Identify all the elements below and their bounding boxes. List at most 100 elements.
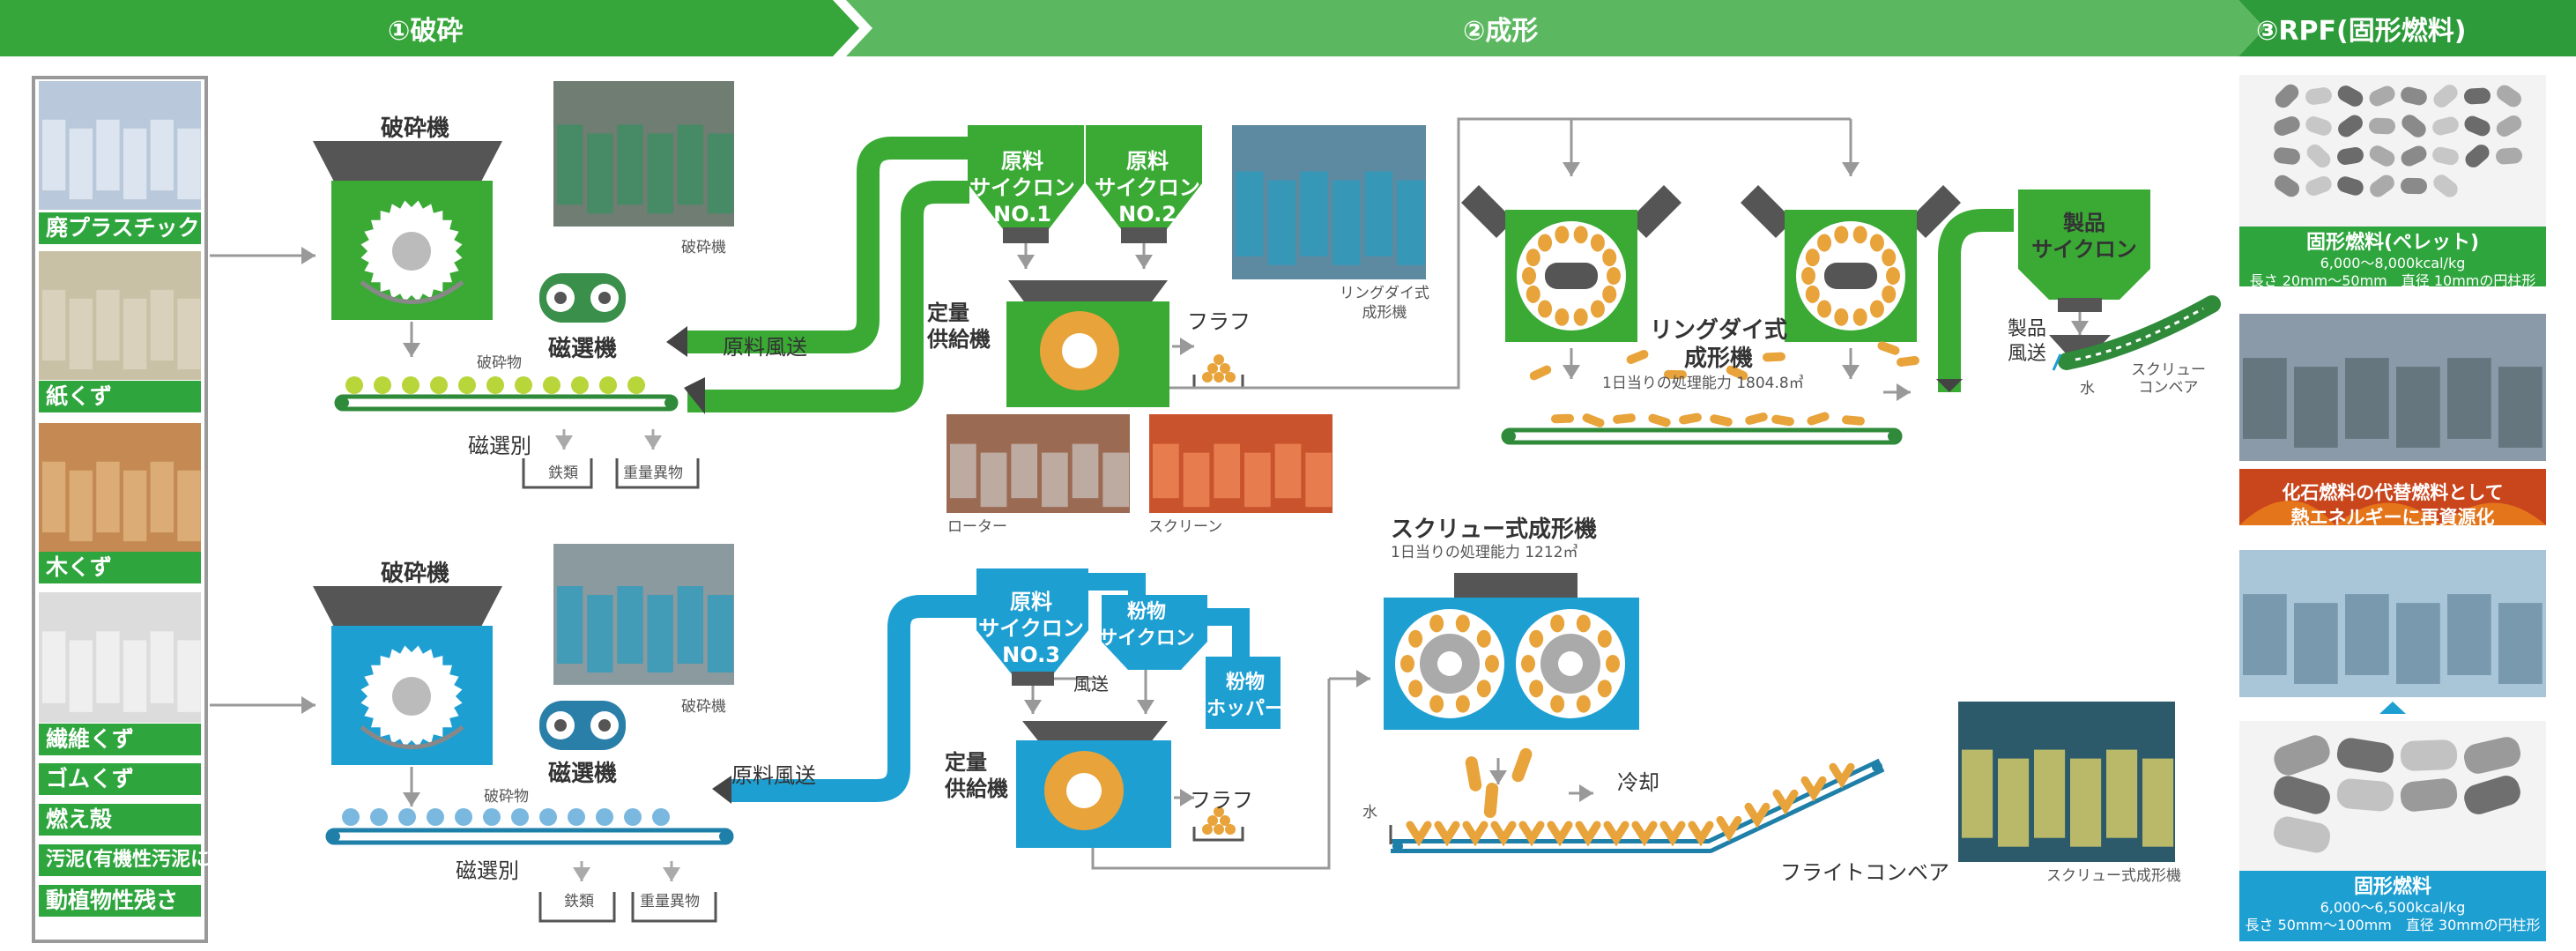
photo-shape (1267, 180, 1296, 265)
material-label: 木くず (39, 552, 201, 583)
pellet-shape (2432, 116, 2459, 136)
plant-photo (2239, 314, 2546, 461)
fluff-pellet (1207, 363, 1218, 374)
pellet-shape (2369, 85, 2395, 107)
crusher-gear-icon (360, 645, 463, 747)
cyclone-3-outlet (1012, 672, 1054, 686)
air-transport-label: 原料風送 (731, 763, 816, 788)
photo-shape (587, 595, 613, 672)
photo-shape (1236, 171, 1264, 256)
ringdie-pellet (1882, 249, 1897, 267)
photo-bg (39, 423, 201, 552)
ringdie-pellet (1869, 234, 1884, 252)
crusher-hopper (313, 586, 502, 628)
material-photo (39, 423, 201, 552)
fuel-shape (2274, 776, 2330, 814)
arrow-head (1180, 338, 1194, 355)
material-label: 廃プラスチック (39, 212, 201, 244)
crushed-pellet (596, 808, 613, 826)
material-label: ゴムくず (39, 763, 201, 795)
screw-pellet (1521, 655, 1535, 672)
magnet-roller-hub (598, 719, 611, 732)
conveyor-pellet (1406, 821, 1432, 847)
ringdie-pellet (1886, 267, 1900, 285)
fluff-tray (1192, 827, 1244, 842)
product-air-label: 製品 風送 (2008, 318, 2047, 365)
screw-photo-caption: スクリュー式成形機 (2046, 867, 2181, 885)
arrow-head (403, 792, 420, 806)
ringdie-former (1741, 185, 1961, 342)
boiler-photo (2239, 550, 2546, 697)
ringdie-output-pellet (1897, 356, 1919, 367)
arrow-head (1842, 162, 1860, 176)
photo-shape (69, 640, 93, 712)
fluff-pellet (1214, 824, 1224, 835)
fluff-pellet (1202, 372, 1213, 383)
fossil-line-2: 熱エネルギーに再資源化 (2290, 507, 2495, 528)
conveyor-pellet (1772, 789, 1799, 815)
photo-shape (150, 631, 174, 703)
ringdie-pellet (1805, 249, 1820, 267)
conveyor-belt (325, 828, 734, 845)
cyclone-3 (976, 568, 1088, 674)
ringdie-pellet (1801, 267, 1815, 285)
ringdie-pellet (1834, 308, 1849, 326)
flight-conveyor-inner (1391, 762, 1883, 849)
photo-shape (96, 461, 120, 533)
ringdie-output-pellet (1807, 412, 1830, 426)
ringdie-output-pellet (1763, 352, 1785, 362)
photo-shape (69, 128, 93, 200)
screw-pellet (1429, 614, 1444, 633)
pellet-shape (2305, 175, 2332, 197)
heavy-label: 重量異物 (623, 464, 683, 482)
ringdie-conveyor (1501, 427, 1903, 445)
photo-shape (647, 595, 673, 672)
photo-shape (96, 289, 120, 361)
screw-pellet (1455, 695, 1470, 713)
photo-shape (2106, 749, 2138, 838)
ringdie-pellet (1538, 234, 1553, 252)
conveyor-pellet (1716, 815, 1742, 842)
fluff-label: フラフ (1187, 309, 1251, 334)
fluff-pellet (1220, 363, 1230, 374)
photo-shape (1364, 171, 1393, 256)
iron-bin (522, 458, 593, 489)
ringdie-pellet (1526, 249, 1540, 267)
photo-shape (2447, 594, 2491, 675)
photo-shape (177, 470, 201, 542)
wind-label: 風送 (1073, 673, 1109, 695)
ringdie-output-pellet (1745, 412, 1768, 425)
product-cyclone-outlet (2058, 298, 2102, 312)
photo-bg (39, 81, 201, 210)
photo-shape (1183, 452, 1210, 508)
crushed-pellet (342, 808, 360, 826)
screw-former-top (1454, 573, 1578, 599)
fuel-caption: 固形燃料 6,000～6,500kcal/kg 長さ 50mm～100mm 直径… (2239, 871, 2546, 934)
pellet-caption: 固形燃料(ペレット) 6,000～8,000kcal/kg 長さ 20mm～50… (2239, 227, 2546, 290)
pellet-caption-bg (2239, 227, 2546, 286)
ringdie-pellet (1834, 226, 1849, 244)
photo-shape (557, 586, 583, 664)
arrow-head (1017, 255, 1035, 269)
crushed-pellet (543, 376, 560, 394)
photo-shape (1397, 180, 1425, 265)
screw-photo (1958, 702, 2175, 862)
photo-shape (2396, 367, 2440, 448)
pellet-shape (2370, 175, 2394, 197)
photo-bg (553, 81, 734, 227)
screw-rotor-center (1437, 651, 1462, 676)
arrow-head (2071, 321, 2089, 335)
crushed-pellet (402, 376, 419, 394)
feeder-hopper (1008, 280, 1168, 304)
pellet-shape (2497, 85, 2521, 108)
heavy-bin (615, 458, 700, 489)
air-pipe (731, 595, 978, 802)
photo-bg (947, 414, 1130, 513)
pellet-shape (2401, 86, 2427, 106)
photo-shape (557, 124, 583, 205)
arrow-up-icon (2379, 702, 2406, 714)
fuel-title: 固形燃料 (2353, 876, 2431, 898)
photo-shape (1102, 452, 1130, 508)
screw-pellet (1408, 680, 1423, 698)
